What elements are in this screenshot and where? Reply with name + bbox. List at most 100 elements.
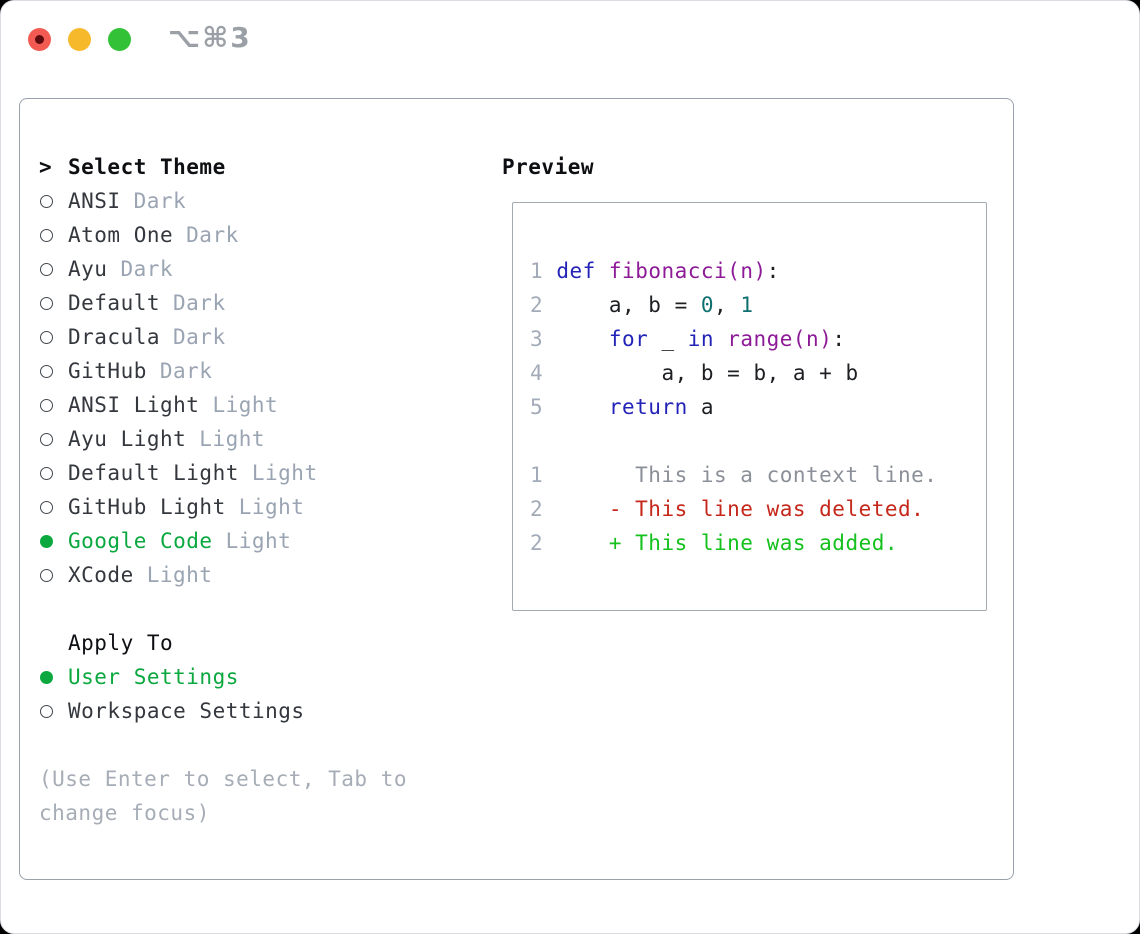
theme-option-ayu-dark[interactable]: Ayu Dark [39,252,489,286]
focus-arrow-icon: > [39,155,53,179]
theme-variant-label: Light [238,495,305,519]
line-number: 1 [530,259,544,283]
radio-marker [39,296,68,310]
option-label: Ayu [68,257,108,281]
theme-variant-label: Light [212,393,279,417]
preview-line: 4 a, b = b, a + b [530,356,937,390]
radio-icon [40,466,53,480]
preview-line: 3 for _ in range(n): [530,322,937,356]
radio-icon [40,500,53,514]
theme-variant-label: Dark [159,359,213,383]
close-button[interactable] [28,28,51,51]
code-token-pln [714,327,727,351]
radio-icon [40,330,53,344]
option-label: Dracula [68,325,161,349]
theme-variant-label: Light [251,461,318,485]
line-number: 2 [530,531,544,555]
option-label: Google Code [68,529,213,553]
code-token-pln [596,259,609,283]
apply-option-user-settings[interactable]: User Settings [39,660,489,694]
radio-icon [40,398,53,412]
option-label: Default Light [68,461,239,485]
minimize-button[interactable] [68,28,91,51]
help-text: (Use Enter to select, Tab to change focu… [39,767,408,825]
radio-marker [39,534,68,548]
code-token-pln: : [766,259,780,283]
radio-marker [39,466,68,480]
radio-marker [39,500,68,514]
radio-marker [39,364,68,378]
line-number: 5 [530,395,544,419]
code-token-del: - This line was deleted. [543,497,925,521]
preview-line: 2 - This line was deleted. [530,492,937,526]
code-token-typ: fibonacci(n) [608,259,767,283]
code-token-kwd: for [608,327,649,351]
zoom-button[interactable] [108,28,131,51]
line-number: 2 [530,497,544,521]
radio-icon [40,364,53,378]
code-token-lit: 1 [740,293,754,317]
code-token-pln: , [714,293,741,317]
preview-line: 2 a, b = 0, 1 [530,288,937,322]
code-token-kwd: def [556,259,596,283]
code-token-kwd: return [608,395,688,419]
radio-marker [39,704,68,718]
option-label: ANSI Light [68,393,200,417]
spacer [39,728,489,762]
apply-to-header-label: Apply To [68,631,174,655]
code-token-pln: _ [648,327,688,351]
radio-marker [39,194,68,208]
select-theme-header-label: Select Theme [68,155,226,179]
theme-variant-label: Light [146,563,213,587]
option-label: Atom One [68,223,174,247]
theme-option-ayu-light-light[interactable]: Ayu Light Light [39,422,489,456]
option-label: Workspace Settings [68,699,305,723]
option-label: XCode [68,563,134,587]
preview-line [530,424,937,458]
theme-variant-label: Light [225,529,292,553]
apply-option-workspace-settings[interactable]: Workspace Settings [39,694,489,728]
radio-icon [40,262,53,276]
code-token-pln [543,395,609,419]
line-number: 2 [530,293,544,317]
theme-option-google-code-light[interactable]: Google Code Light [39,524,489,558]
code-token-pln: a [687,395,715,419]
option-label: GitHub Light [68,495,226,519]
code-token-pln: a, b = b, a + b [543,361,859,385]
theme-option-atom-one-dark[interactable]: Atom One Dark [39,218,489,252]
option-label: Ayu Light [68,427,187,451]
spacer [39,592,489,626]
line-number: 1 [530,463,544,487]
option-label: GitHub [68,359,147,383]
theme-variant-label: Dark [120,257,174,281]
radio-marker [39,398,68,412]
theme-option-github-light-light[interactable]: GitHub Light Light [39,490,489,524]
theme-variant-label: Dark [133,189,187,213]
radio-icon [40,194,53,208]
select-theme-header: > Select Theme [39,150,489,184]
radio-icon [40,432,53,446]
radio-marker [39,432,68,446]
apply-to-header: Apply To [39,626,489,660]
code-token-ctx: This is a context line. [543,463,938,487]
code-token-typ: range(n) [727,327,833,351]
theme-option-xcode-light[interactable]: XCode Light [39,558,489,592]
theme-variant-label: Dark [186,223,239,247]
theme-variant-label: Light [199,427,266,451]
theme-option-default-light-light[interactable]: Default Light Light [39,456,489,490]
preview-line: 1 def fibonacci(n): [530,254,937,288]
radio-icon [40,704,53,718]
window-title: ⌥⌘3 [168,21,252,54]
radio-icon [40,296,53,310]
traffic-lights [28,28,131,51]
theme-option-github-dark[interactable]: GitHub Dark [39,354,489,388]
theme-option-ansi-light-light[interactable]: ANSI Light Light [39,388,489,422]
radio-marker [39,568,68,582]
